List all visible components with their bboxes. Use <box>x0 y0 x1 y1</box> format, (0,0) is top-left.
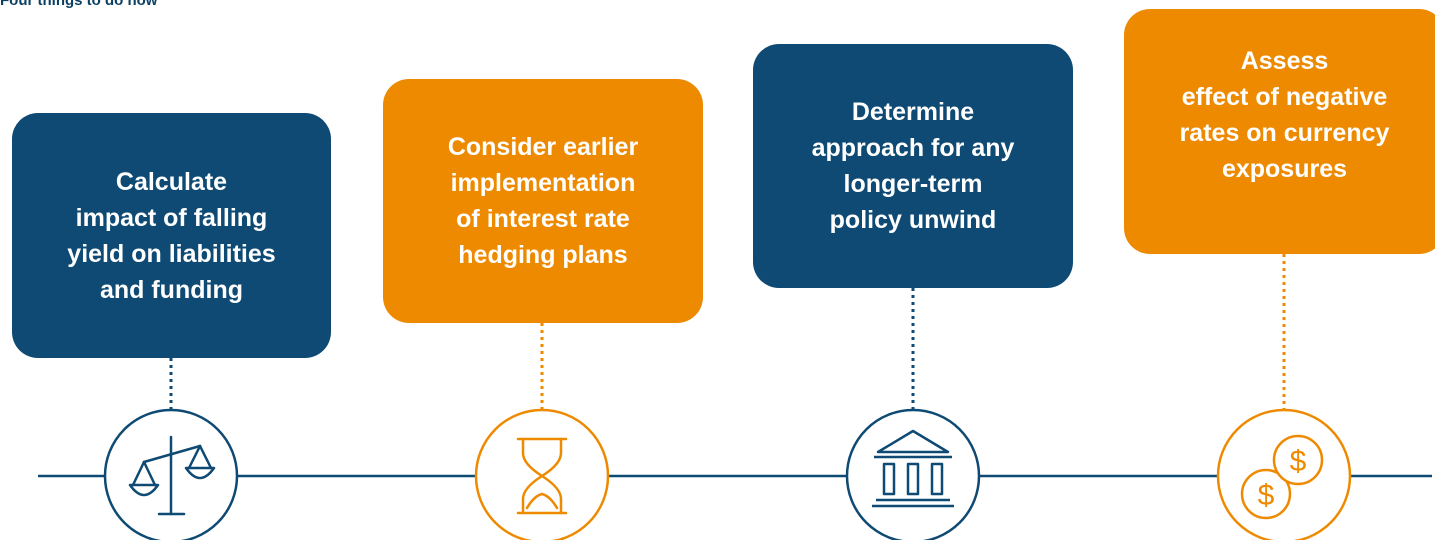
svg-text:$: $ <box>1290 445 1307 478</box>
step-card-2: Consider earlier implementation of inter… <box>383 79 703 323</box>
step-2-line-4: hedging plans <box>458 241 628 269</box>
step-4-line-3: rates on currency <box>1179 119 1390 147</box>
step-4-line-2: effect of negative <box>1181 83 1388 111</box>
diagram-caption: Four things to do now <box>0 0 157 8</box>
dollar-coins-icon: $ $ <box>1216 408 1352 540</box>
step-1-line-4: and funding <box>99 275 243 304</box>
step-3-line-1: Determine <box>851 98 975 126</box>
scales-icon <box>103 408 239 540</box>
step-4-line-1: Assess <box>1240 47 1329 75</box>
bank-icon <box>845 408 981 540</box>
step-2-line-3: of interest rate <box>456 205 630 233</box>
step-card-1: Calculate impact of falling yield on lia… <box>12 113 331 358</box>
step-card-1-text: Calculate impact of falling yield on lia… <box>67 164 275 308</box>
hourglass-icon <box>474 408 610 540</box>
step-1-line-1: Calculate <box>115 167 228 196</box>
step-2-line-2: implementation <box>450 169 636 197</box>
step-card-3-text: Determine approach for any longer-term p… <box>812 94 1015 238</box>
step-3-line-2: approach for any <box>811 134 1015 162</box>
step-1-line-2: impact of falling <box>75 203 268 232</box>
step-3-line-3: longer-term <box>843 170 983 198</box>
step-1-line-3: yield on liabilities <box>67 239 276 268</box>
step-2-line-1: Consider earlier <box>447 133 639 161</box>
step-card-2-text: Consider earlier implementation of inter… <box>448 129 638 273</box>
svg-text:$: $ <box>1258 479 1275 512</box>
step-card-4-text: Assess effect of negative rates on curre… <box>1180 43 1390 187</box>
step-card-3: Determine approach for any longer-term p… <box>753 44 1073 288</box>
step-4-line-4: exposures <box>1221 155 1348 183</box>
step-3-line-4: policy unwind <box>829 206 997 234</box>
step-card-4: Assess effect of negative rates on curre… <box>1124 9 1435 254</box>
